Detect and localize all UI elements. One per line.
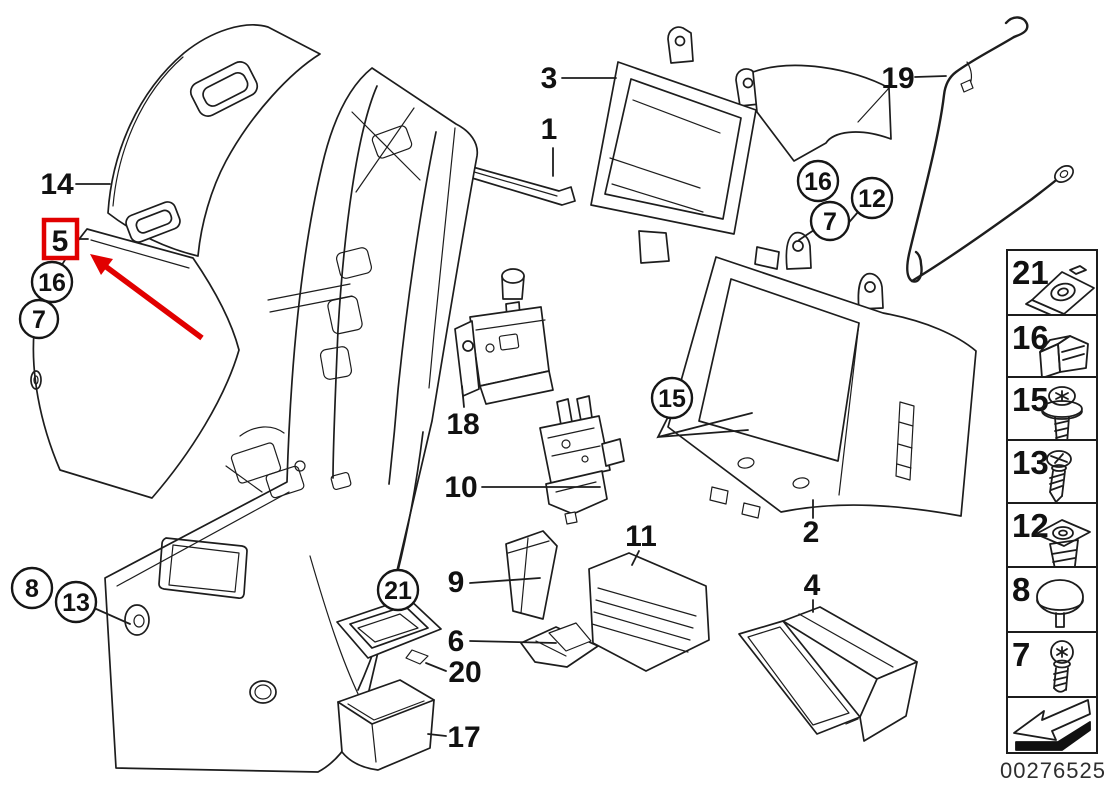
leader-lines <box>75 75 947 737</box>
svg-text:5[interactable]: 5 <box>52 225 69 258</box>
highlight-arrow <box>103 263 204 341</box>
svg-text:11[interactable]: 11 <box>625 520 657 553</box>
callout-3[interactable]: 3 <box>541 62 558 95</box>
svg-text:18[interactable]: 18 <box>446 408 479 441</box>
part-1-drawing <box>461 163 576 206</box>
svg-text:14[interactable]: 14 <box>40 168 74 201</box>
svg-text:17[interactable]: 17 <box>447 721 480 754</box>
callout-7-right[interactable]: 7 <box>809 200 851 242</box>
callout-12[interactable]: 12 <box>850 176 894 220</box>
svg-text:13[interactable]: 13 <box>1012 444 1049 481</box>
svg-text:13[interactable]: 13 <box>62 589 90 617</box>
svg-text:16[interactable]: 16 <box>804 168 832 196</box>
highlight-annotation <box>90 254 204 341</box>
callout-20[interactable]: 20 <box>448 656 481 689</box>
highlight-box <box>41 217 80 261</box>
legend-item-8[interactable]: 8 <box>1006 566 1098 633</box>
callout-16-left[interactable]: 16 <box>30 260 74 304</box>
tapping-screw-icon <box>1046 450 1072 503</box>
legend-footer[interactable] <box>1006 696 1098 754</box>
svg-text:12[interactable]: 12 <box>858 185 886 213</box>
svg-text:10[interactable]: 10 <box>444 471 477 504</box>
callout-17[interactable]: 17 <box>447 721 480 754</box>
svg-text:7[interactable]: 7 <box>32 306 46 334</box>
callout-6[interactable]: 6 <box>448 625 465 658</box>
svg-text:8[interactable]: 8 <box>25 575 39 603</box>
svg-text:16[interactable]: 16 <box>38 269 66 297</box>
svg-text:20[interactable]: 20 <box>448 656 481 689</box>
svg-text:3[interactable]: 3 <box>541 62 558 95</box>
retaining-clip-icon <box>1039 335 1089 379</box>
callout-14[interactable]: 14 <box>40 168 74 201</box>
svg-text:15[interactable]: 15 <box>658 385 686 413</box>
svg-text:21[interactable]: 21 <box>384 577 412 605</box>
svg-text:1[interactable]: 1 <box>541 113 558 146</box>
callout-13[interactable]: 13 <box>54 580 98 624</box>
callout-19[interactable]: 19 <box>881 62 914 95</box>
legend-item-15[interactable]: 15 <box>1006 376 1098 449</box>
highlight-arrowhead <box>90 254 113 275</box>
part-18-drawing <box>454 268 554 405</box>
callout-15[interactable]: 15 <box>650 376 694 420</box>
part-3-drawing <box>590 26 892 270</box>
callout-16-right[interactable]: 16 <box>796 159 840 203</box>
callout-10[interactable]: 10 <box>444 471 477 504</box>
svg-text:19[interactable]: 19 <box>881 62 914 95</box>
part-20-drawing <box>336 597 442 665</box>
part-11-drawing <box>588 552 710 672</box>
svg-text:8[interactable]: 8 <box>1012 571 1030 608</box>
svg-text:2[interactable]: 2 <box>803 516 820 549</box>
callout-5-highlighted[interactable]: 5 <box>41 217 80 261</box>
part-9-drawing <box>505 530 558 620</box>
svg-text:7[interactable]: 7 <box>823 208 837 236</box>
legend-item-13[interactable]: 13 <box>1006 439 1098 504</box>
part-2-drawing <box>667 231 977 519</box>
svg-text:21[interactable]: 21 <box>1012 254 1049 291</box>
callout-21[interactable]: 21 <box>376 568 420 612</box>
svg-text:9[interactable]: 9 <box>448 566 465 599</box>
legend-item-21[interactable]: 21 <box>1006 249 1098 319</box>
part-17-drawing <box>337 679 435 771</box>
part-6-drawing <box>520 622 599 668</box>
oval-head-screw-icon <box>1050 640 1074 693</box>
part-10-drawing <box>539 395 625 525</box>
callout-2[interactable]: 2 <box>803 516 820 549</box>
legend-item-16[interactable]: 16 <box>1006 314 1098 379</box>
svg-text:4[interactable]: 4 <box>804 569 821 602</box>
part-14-drawing <box>107 24 321 257</box>
legend-item-12[interactable]: 12 <box>1006 502 1098 580</box>
callout-18[interactable]: 18 <box>446 408 479 441</box>
svg-text:6[interactable]: 6 <box>448 625 465 658</box>
svg-text:7[interactable]: 7 <box>1012 636 1030 673</box>
callout-9[interactable]: 9 <box>448 566 465 599</box>
callout-11[interactable]: 11 <box>625 520 657 553</box>
callout-7-left[interactable]: 7 <box>18 298 60 340</box>
callout-4[interactable]: 4 <box>804 569 821 602</box>
callout-8[interactable]: 8 <box>10 566 54 610</box>
fastener-legend: 21 16 15 <box>1000 249 1106 783</box>
part-19-drawing <box>906 16 1074 283</box>
legend-item-7[interactable]: 7 <box>1006 631 1098 698</box>
part-4-drawing <box>738 606 918 742</box>
diagram-number: 00276525 <box>1000 758 1106 783</box>
direction-arrow-icon <box>1013 699 1091 751</box>
callouts-layer: 14 5 16 7 8 13 3 1 19 <box>10 62 915 754</box>
callout-1[interactable]: 1 <box>541 113 558 146</box>
svg-text:12[interactable]: 12 <box>1012 507 1049 544</box>
blind-plug-icon <box>1036 579 1084 628</box>
